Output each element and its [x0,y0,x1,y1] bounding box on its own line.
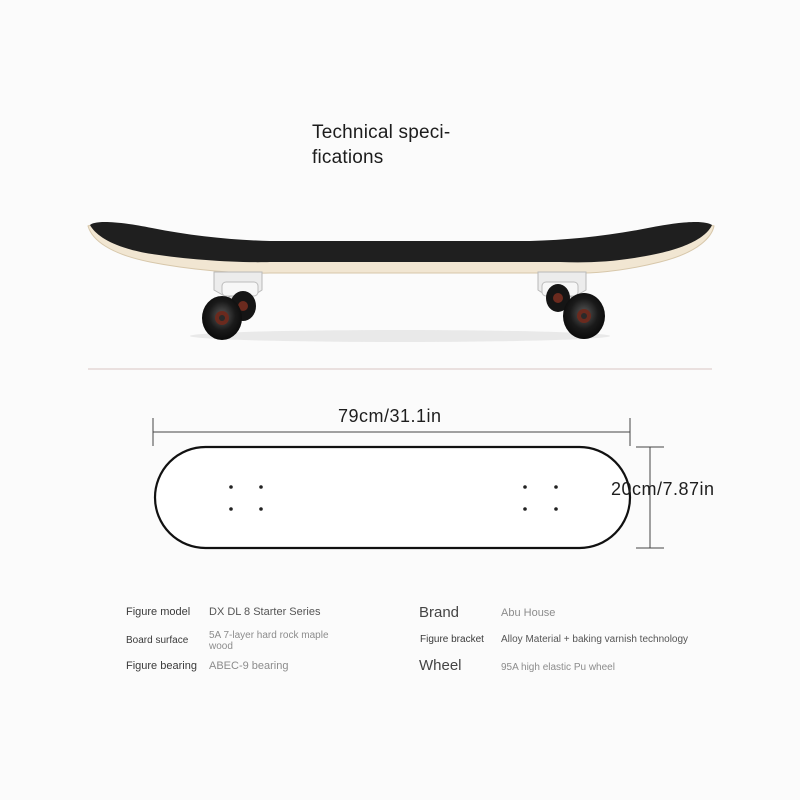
page-title: Technical speci- fications [312,120,450,170]
spec-brand-value: Abu House [501,607,556,619]
title-line-1: Technical speci- [312,122,451,143]
spec-brand-label: Brand [419,604,460,621]
spec-surface-label: Board surface [126,635,189,646]
spec-model-label: Figure model [126,606,191,618]
wheel-front [202,296,242,340]
width-label: 20cm/7.87in [611,479,715,499]
wheel-rear [563,293,605,339]
spec-bearing-value: ABEC-9 bearing [209,660,289,672]
title-line-2: fications [312,147,384,168]
spec-wheel-value: 95A high elastic Pu wheel [501,662,615,673]
length-dimension-line [152,418,631,446]
spec-bearing-label: Figure bearing [126,660,197,672]
spec-model-value: DX DL 8 Starter Series [209,606,321,618]
rear-mounting-holes [523,485,558,511]
spec-bracket-value: Alloy Material + baking varnish technolo… [501,634,689,645]
front-mounting-holes [229,485,263,511]
spec-surface-value-line2: wood [209,641,233,652]
wheel-rear-back [546,284,570,312]
skateboard-side-view [87,221,715,342]
length-label: 79cm/31.1in [338,406,442,426]
deck-top-view-outline [153,445,632,550]
board-shadow [190,330,610,342]
deck-grip-tape [90,221,712,263]
spec-wheel-label: Wheel [419,657,462,674]
spec-bracket-label: Figure bracket [420,634,484,645]
spec-surface-value-line1: 5A 7-layer hard rock maple [209,630,329,641]
width-dimension-line [636,446,664,549]
